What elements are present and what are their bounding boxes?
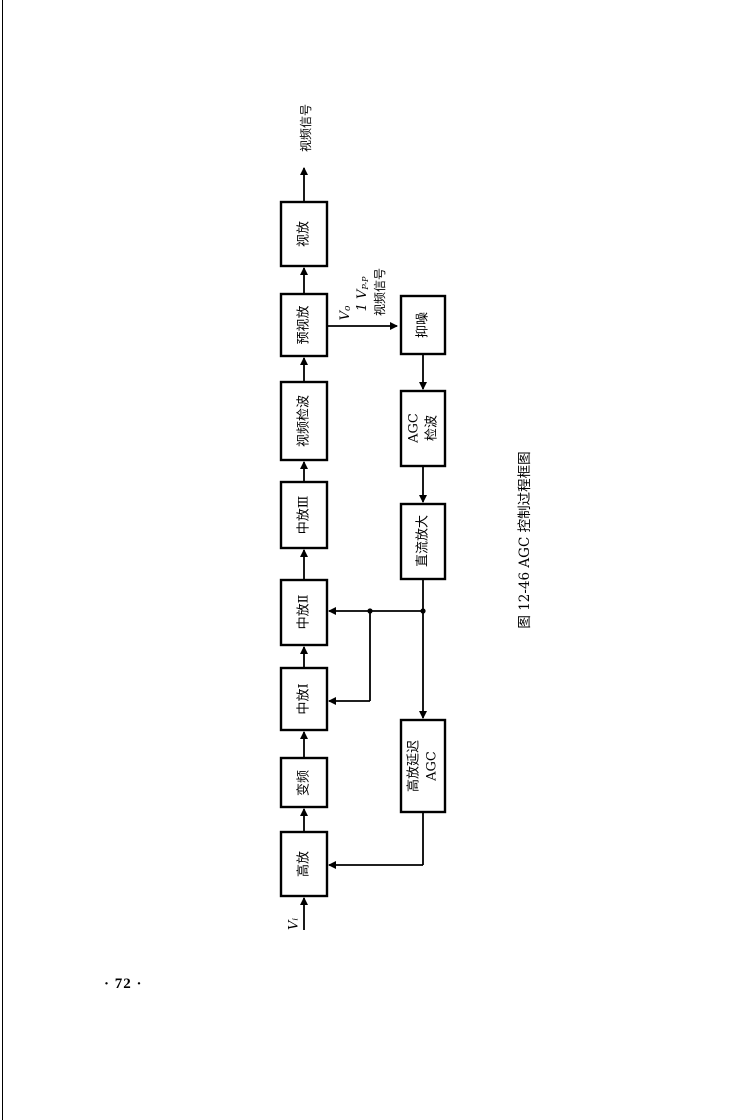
block-agc-detector: [399, 389, 447, 468]
label-if3: 中放Ⅲ: [297, 496, 312, 535]
label-vpp-sub: P-P: [361, 276, 370, 291]
block-if1: [279, 666, 329, 732]
label-rf-amp: 高放: [296, 851, 312, 877]
block-mixer: [279, 756, 329, 809]
label-vpp: 1 VP-P: [355, 276, 370, 311]
label-vo-sub: o: [343, 305, 353, 311]
label-pre-video: 预视放: [297, 305, 312, 344]
block-noise-suppress: [399, 294, 447, 356]
figure-caption: 图 12-46 AGC 控制过程框图: [517, 451, 533, 628]
junction-dot-dc: [420, 608, 426, 614]
label-output: 视频信号: [298, 104, 313, 152]
label-video-signal: 视频信号: [372, 268, 387, 316]
label-vo-main: V: [338, 309, 353, 320]
label-noise-suppress: 抑噪: [416, 312, 431, 338]
label-delayed-agc-1: 高放延迟: [406, 740, 422, 792]
label-agc-detector-1: AGC: [407, 413, 422, 444]
label-agc-detector-2: 检波: [425, 415, 440, 441]
block-video-amp: [279, 200, 329, 268]
block-if3: [279, 480, 329, 550]
label-vpp-main: 1 V: [355, 288, 370, 311]
block-delayed-agc: [399, 718, 447, 814]
block-video-detector: [279, 380, 329, 462]
page-number: · 72 ·: [104, 976, 143, 992]
label-input: Vᵢ: [287, 918, 302, 930]
label-if1: 中放Ⅰ: [297, 683, 312, 714]
label-mixer: 变频: [296, 770, 312, 796]
label-vo: Vo: [338, 305, 354, 320]
junction-dot-if: [367, 608, 373, 614]
label-delayed-agc-2: AGC: [425, 751, 440, 782]
label-video-amp: 视放: [297, 221, 312, 247]
label-video-detector: 视频检波: [297, 395, 312, 447]
label-if2: 中放Ⅱ: [297, 594, 312, 629]
label-dc-amp: 直流放大: [416, 515, 431, 567]
page-left-border: [2, 0, 3, 1120]
